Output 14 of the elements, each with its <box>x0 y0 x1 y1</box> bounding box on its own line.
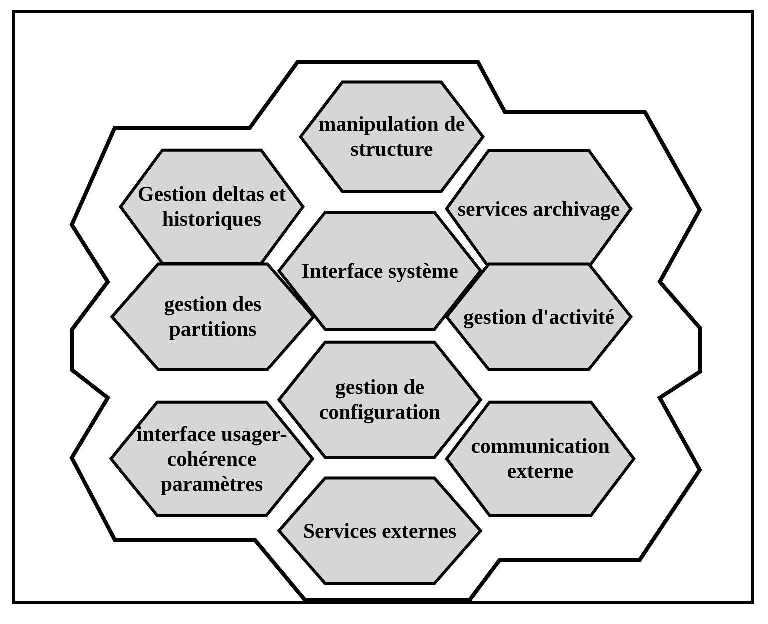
module-label: gestion d'activité <box>463 304 615 330</box>
module-label: gestion de configuration <box>318 375 442 425</box>
module-label: gestion des partitions <box>163 292 263 342</box>
module-label: Gestion deltas et historiques <box>136 182 288 232</box>
module-label: interface usager-cohérence paramètres <box>136 422 288 496</box>
hexagon <box>275 476 485 586</box>
module-label: services archivage <box>458 196 620 222</box>
module-label: communication externe <box>470 434 611 484</box>
hexagon <box>297 80 487 194</box>
hexagon <box>107 400 317 518</box>
module-label: manipulation de structure <box>318 112 466 162</box>
module-label: Services externes <box>303 518 457 544</box>
hexagon <box>443 400 638 518</box>
module-label: Interface système <box>302 258 458 284</box>
